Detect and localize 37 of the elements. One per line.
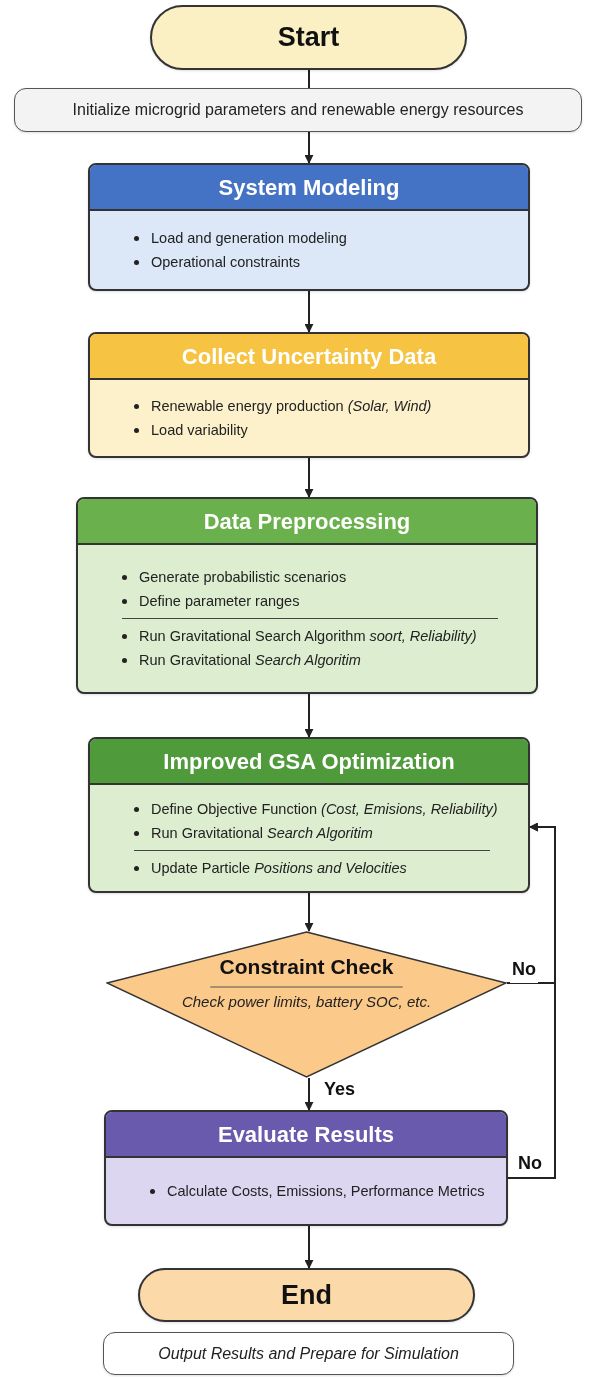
bullet-text: Renewable energy production (Solar, Wind) (151, 397, 432, 416)
bullet-text: Load and generation modeling (151, 229, 347, 248)
process-card (76, 497, 538, 694)
card-header: Improved GSA Optimization (90, 739, 528, 785)
bullet-text: Define Objective Function (Cost, Emisions, Reliability) (151, 799, 498, 819)
process-box: Output Results and Prepare for Simulation (103, 1332, 514, 1375)
bullet-text: Run Gravitational Search Algoritim (139, 651, 361, 670)
process-card (88, 332, 530, 458)
bullet-text: Define parameter ranges (139, 592, 300, 611)
bullet-text: Update Particle Positions and Velocities (151, 858, 407, 878)
bullet-text: Run Gravitational Search Algorithm soort, Reliability) (139, 627, 477, 646)
bullet-text: Calculate Costs, Emissions, Performance Metrics (167, 1182, 485, 1201)
arrow (304, 290, 314, 333)
bullet-text: Generate probabilistic scenarios (139, 568, 347, 587)
arrow (304, 131, 314, 164)
card-header: System Modeling (90, 165, 528, 211)
card-header: Evaluate Results (106, 1112, 506, 1158)
decision-diamond (106, 931, 507, 1078)
process-card (88, 737, 530, 893)
bullet-text: Run Gravitational Search Algoritim (151, 823, 373, 843)
decision-title: Constraint Check (219, 954, 394, 980)
terminal-pill: End (138, 1268, 475, 1322)
arrow (304, 892, 314, 932)
terminal-pill: Start (150, 5, 467, 70)
process-box: Initialize microgrid parameters and renewable energy resources (14, 88, 582, 132)
arrow (304, 457, 314, 498)
process-card (88, 163, 530, 291)
card-header: Data Preprocessing (78, 499, 536, 545)
arrow (304, 1225, 314, 1269)
arrow (304, 693, 314, 738)
bullet-text: Load variability (151, 421, 248, 440)
bullet-text: Operational constraints (151, 253, 301, 272)
decision-note: Check power limits, battery SOC, etc. (181, 991, 432, 1012)
arrow (507, 822, 556, 1179)
arrow (304, 1077, 314, 1111)
card-header: Collect Uncertainty Data (90, 334, 528, 380)
process-card (104, 1110, 508, 1226)
